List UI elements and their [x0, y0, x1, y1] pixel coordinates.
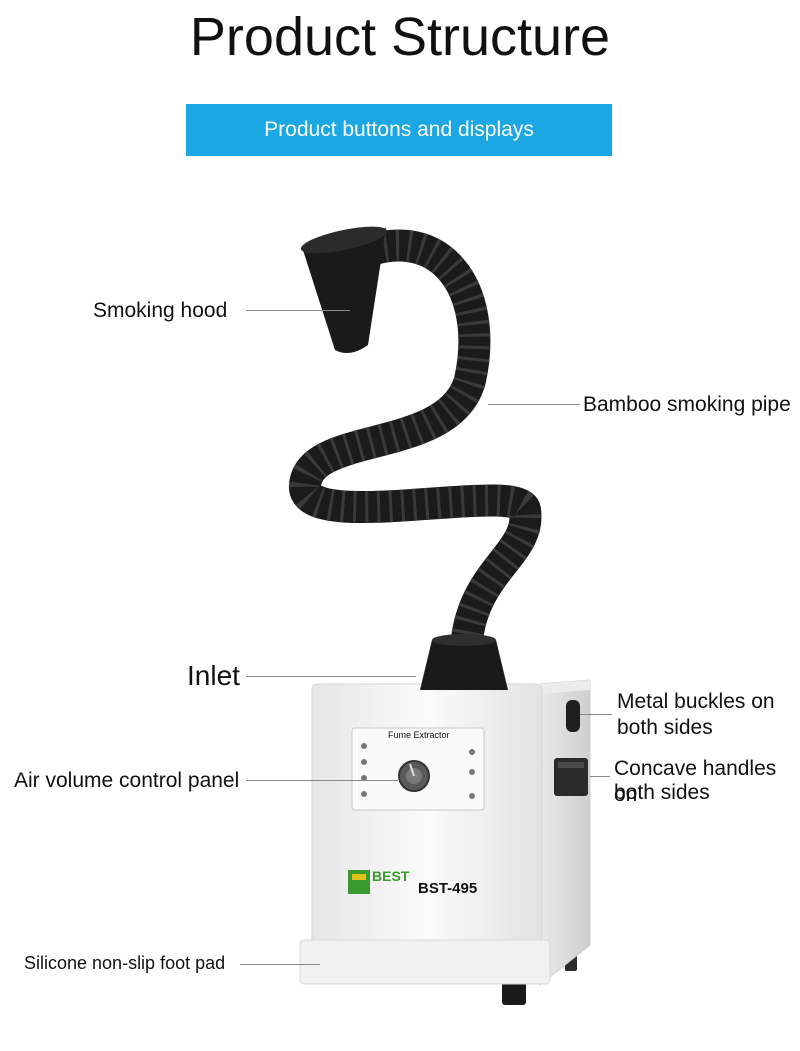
label-metal-buckles-line1: Metal buckles on [617, 690, 775, 713]
model-name: BST-495 [418, 880, 478, 897]
label-bamboo-pipe: Bamboo smoking pipe [583, 393, 791, 416]
leader-concave-handles [590, 776, 610, 777]
leader-metal-buckles [580, 714, 612, 715]
label-concave-line2: both sides [614, 781, 710, 804]
inlet-connector [420, 640, 508, 690]
label-smoking-hood: Smoking hood [93, 299, 228, 322]
metal-buckle [566, 700, 580, 732]
smoking-hood [302, 228, 386, 354]
page-title: Product Structure [189, 7, 611, 67]
leader-smoking-hood [246, 310, 350, 311]
label-metal-buckles-line2: both sides [617, 716, 713, 739]
label-air-volume: Air volume control panel [14, 769, 240, 792]
leader-bamboo-pipe [488, 404, 580, 405]
leader-foot-pad [240, 964, 320, 965]
base-strip [299, 939, 551, 985]
label-concave-line1: Concave handles on [614, 757, 777, 806]
leader-inlet [246, 676, 416, 677]
label-foot-pad: Silicone non-slip foot pad [24, 953, 226, 973]
section-banner: Product buttons and displays [186, 104, 612, 156]
body-side [539, 679, 591, 987]
panel-title: Fume Extractor [388, 730, 450, 740]
label-inlet: Inlet [187, 660, 240, 691]
brand-logo-icon [348, 870, 370, 894]
brand-name: BEST [372, 868, 410, 884]
leader-air-volume [246, 780, 398, 781]
